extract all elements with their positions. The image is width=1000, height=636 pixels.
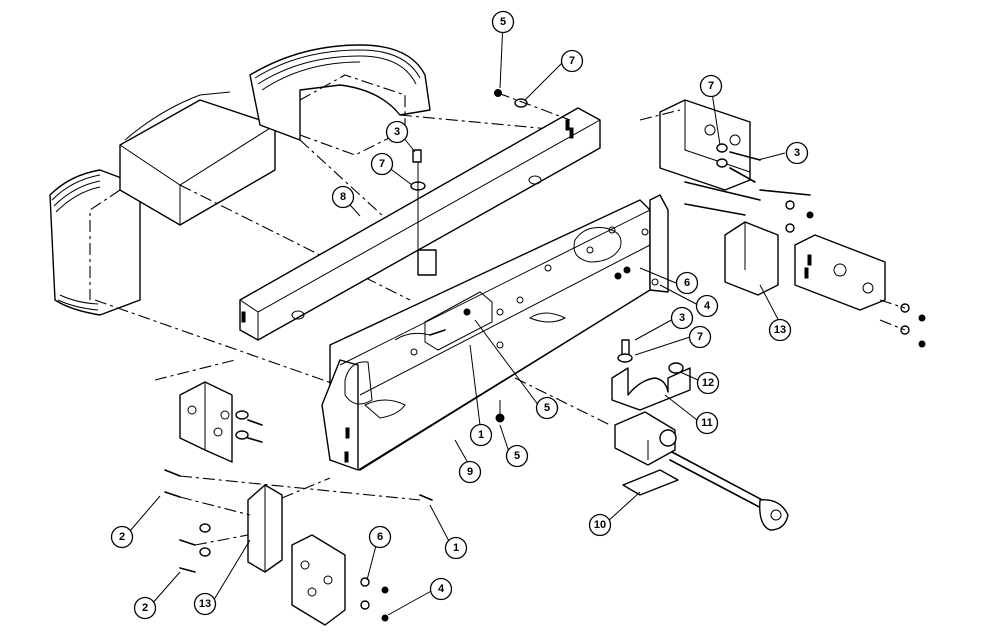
callout-5-lower: 5 bbox=[505, 444, 529, 468]
callout-7-top: 7 bbox=[560, 49, 584, 73]
callout-7-right-top: 7 bbox=[699, 74, 723, 98]
callout-12: 12 bbox=[696, 371, 720, 395]
callout-3-right-top: 3 bbox=[785, 141, 809, 165]
callout-13-right: 13 bbox=[768, 318, 792, 342]
callout-label: 13 bbox=[774, 324, 786, 336]
callout-label: 5 bbox=[544, 402, 550, 414]
callout-5-middle: 5 bbox=[535, 396, 559, 420]
callout-2-lower: 2 bbox=[133, 596, 157, 620]
callout-5-top: 5 bbox=[491, 10, 515, 34]
callout-4-lower: 4 bbox=[429, 577, 453, 601]
callout-6-lower: 6 bbox=[368, 525, 392, 549]
callout-7-middle: 7 bbox=[688, 325, 712, 349]
callout-3-middle: 3 bbox=[670, 306, 694, 330]
callout-label: 2 bbox=[142, 602, 148, 614]
callout-11: 11 bbox=[695, 411, 719, 435]
callout-label: 11 bbox=[701, 417, 713, 429]
callout-2-upper: 2 bbox=[110, 525, 134, 549]
callout-10: 10 bbox=[588, 513, 612, 537]
callout-label: 10 bbox=[594, 519, 606, 531]
callout-label: 4 bbox=[704, 300, 711, 312]
light-bar-assembly bbox=[49, 44, 561, 401]
callout-label: 8 bbox=[340, 191, 346, 203]
callout-13-left: 13 bbox=[193, 592, 217, 616]
callout-9: 9 bbox=[458, 460, 482, 484]
callout-1-lower: 1 bbox=[444, 536, 468, 560]
callout-label: 12 bbox=[702, 377, 714, 389]
clamp-bracket-part-11 bbox=[611, 339, 691, 411]
callout-8: 8 bbox=[331, 185, 355, 209]
callout-label: 3 bbox=[394, 126, 400, 138]
callout-label: 7 bbox=[569, 55, 575, 67]
callout-label: 9 bbox=[467, 466, 473, 478]
callout-6-right: 6 bbox=[675, 271, 699, 295]
callout-4-right: 4 bbox=[695, 294, 719, 318]
bracket-lower-right-part-13 bbox=[684, 181, 926, 348]
bracket-upper-left bbox=[154, 359, 263, 463]
callout-label: 5 bbox=[500, 16, 506, 28]
callout-1-middle: 1 bbox=[469, 423, 493, 447]
callout-label: 6 bbox=[684, 277, 690, 289]
callout-label: 7 bbox=[379, 158, 385, 170]
switch-assembly-part-10 bbox=[514, 377, 789, 531]
callout-label: 7 bbox=[697, 331, 703, 343]
callout-label: 1 bbox=[453, 542, 459, 554]
callout-label: 1 bbox=[478, 429, 484, 441]
callout-label: 7 bbox=[708, 80, 714, 92]
callout-label: 13 bbox=[199, 598, 211, 610]
bracket-lower-left-part-13 bbox=[164, 469, 421, 626]
callout-7-upper: 7 bbox=[370, 152, 394, 176]
callout-label: 4 bbox=[438, 583, 445, 595]
callout-label: 6 bbox=[377, 531, 383, 543]
bracket-upper-right bbox=[639, 99, 761, 191]
callout-label: 2 bbox=[119, 531, 125, 543]
callout-label: 3 bbox=[794, 147, 800, 159]
angle-bar-part-8 bbox=[239, 107, 601, 341]
main-frame-part-9 bbox=[321, 194, 669, 471]
callout-3-upper: 3 bbox=[385, 120, 409, 144]
callout-label: 3 bbox=[679, 312, 685, 324]
fasteners bbox=[410, 89, 631, 501]
callout-label: 5 bbox=[514, 450, 520, 462]
